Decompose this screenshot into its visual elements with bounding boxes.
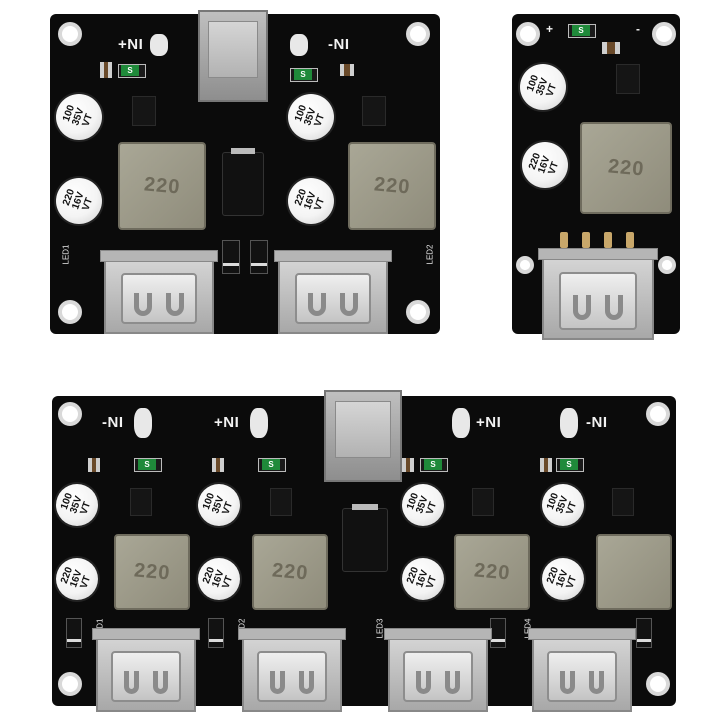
input-minus-label-2: -NI (586, 414, 608, 431)
output-capacitor: 220 16V VT (56, 178, 102, 224)
mounting-hole (58, 402, 82, 426)
mounting-hole (646, 402, 670, 426)
input-plus-label-1: +NI (214, 414, 240, 431)
diode (208, 618, 224, 648)
quad-usb-board: -NI +NI +NI -NI S 100 35V VT 220 220 16V… (52, 390, 676, 712)
input-minus-label: - (636, 22, 641, 36)
mounting-hole (58, 672, 82, 696)
smd-capacitor (88, 458, 100, 472)
mosfet (222, 148, 264, 216)
controller-chip (469, 488, 497, 516)
resistor-marking: S (262, 459, 280, 470)
usb-output-port-2 (238, 628, 346, 712)
resistor-marking: S (572, 25, 590, 36)
controller-chip (613, 64, 643, 94)
solder-pad (134, 408, 152, 438)
output-capacitor: 220 16V VT (522, 142, 568, 188)
input-capacitor: 100 35V VT (402, 484, 444, 526)
diode (490, 618, 506, 648)
solder-pad (150, 34, 168, 56)
output-capacitor: 220 16V VT (542, 558, 584, 600)
usb-output-port-2 (274, 250, 392, 334)
mounting-hole (516, 256, 534, 274)
input-capacitor: 100 35V VT (520, 64, 566, 110)
diode (222, 240, 240, 274)
led1-label: LED1 (61, 244, 71, 265)
input-plus-label: + (546, 22, 554, 36)
header-pin (560, 232, 568, 248)
solder-pad (290, 34, 308, 56)
solder-pad (250, 408, 268, 438)
smd-capacitor (402, 458, 414, 472)
resistor-marking: S (294, 69, 312, 80)
mounting-hole (58, 300, 82, 324)
mounting-hole (406, 300, 430, 324)
smd-capacitor (100, 62, 112, 78)
input-plus-label: +NI (118, 36, 144, 53)
controller-chip (129, 96, 159, 126)
smd-capacitor (602, 42, 621, 54)
dual-usb-board: +NI -NI S S 100 35V VT 100 35V VT 220 22… (50, 10, 440, 334)
mounting-hole (658, 256, 676, 274)
mounting-hole (652, 22, 676, 46)
resistor-marking: S (121, 65, 139, 76)
usb-output-port-3 (384, 628, 492, 712)
diode (636, 618, 652, 648)
input-plus-label-2: +NI (476, 414, 502, 431)
mounting-hole (646, 672, 670, 696)
type-c-input-port (198, 10, 268, 102)
usb-output-port-1 (100, 250, 218, 334)
usb-output-port (538, 248, 658, 340)
single-usb-board: + - S 100 35V VT 220 220 16V VT (512, 14, 680, 340)
usb-output-port-1 (92, 628, 200, 712)
input-capacitor: 100 35V VT (56, 484, 98, 526)
output-capacitor: 220 16V VT (198, 558, 240, 600)
power-inductor: 220 (348, 142, 436, 230)
output-capacitor: 220 16V VT (288, 178, 334, 224)
smd-capacitor (212, 458, 224, 472)
header-pin (604, 232, 612, 248)
input-capacitor: 100 35V VT (542, 484, 584, 526)
resistor-marking: S (424, 459, 442, 470)
power-inductor: 220 (252, 534, 328, 610)
resistor-marking: S (560, 459, 578, 470)
resistor-marking: S (138, 459, 156, 470)
type-c-input-port (324, 390, 402, 482)
mosfet (342, 504, 388, 572)
input-capacitor: 100 35V VT (288, 94, 334, 140)
input-capacitor: 100 35V VT (56, 94, 102, 140)
solder-pad (560, 408, 578, 438)
header-pin (582, 232, 590, 248)
mounting-hole (406, 22, 430, 46)
smd-capacitor (340, 64, 354, 76)
smd-capacitor (540, 458, 552, 472)
controller-chip (359, 96, 389, 126)
led2-label: LED2 (425, 244, 435, 265)
controller-chip (609, 488, 637, 516)
output-capacitor: 220 16V VT (402, 558, 444, 600)
input-capacitor: 100 35V VT (198, 484, 240, 526)
usb-output-port-4 (528, 628, 636, 712)
controller-chip (127, 488, 155, 516)
solder-pad (452, 408, 470, 438)
power-inductor: 220 (118, 142, 206, 230)
power-inductor: 220 (114, 534, 190, 610)
power-inductor: 220 (580, 122, 672, 214)
controller-chip (267, 488, 295, 516)
diode (66, 618, 82, 648)
diode (250, 240, 268, 274)
mounting-hole (516, 22, 540, 46)
input-minus-label: -NI (328, 36, 350, 53)
power-inductor: 220 (454, 534, 530, 610)
output-capacitor: 220 16V VT (56, 558, 98, 600)
mounting-hole (58, 22, 82, 46)
input-minus-label-1: -NI (102, 414, 124, 431)
power-inductor (596, 534, 672, 610)
header-pin (626, 232, 634, 248)
